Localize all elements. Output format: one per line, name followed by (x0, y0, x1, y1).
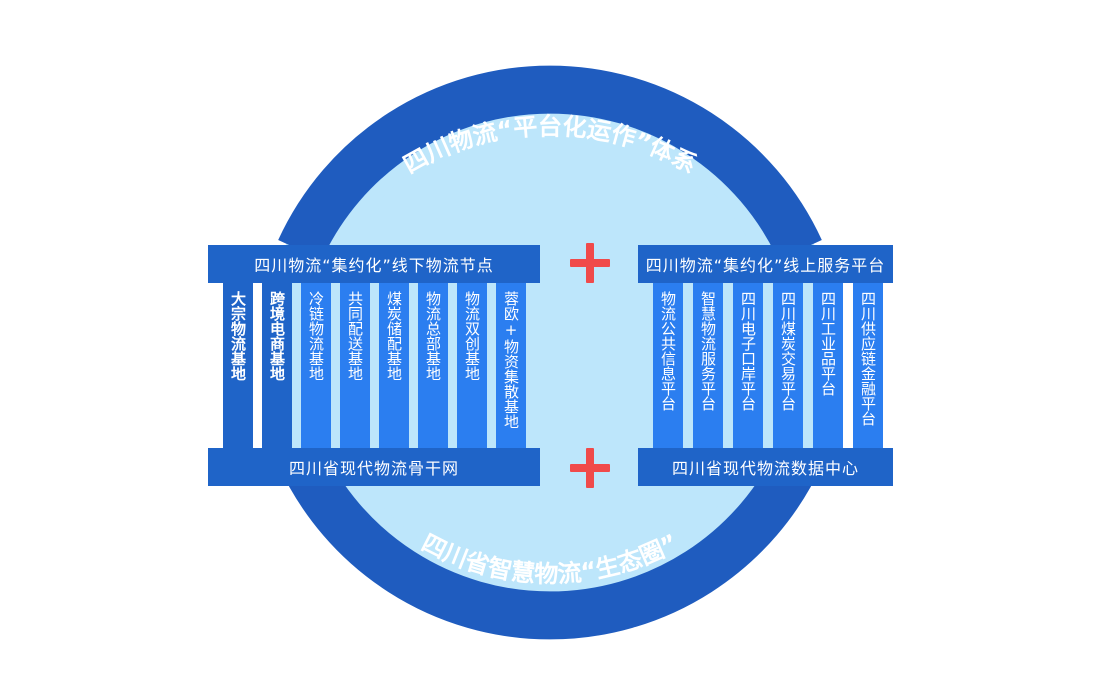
column-coal-trading-platform: 四川煤炭交易平台 (773, 283, 803, 451)
column-coal-storage-base: 煤炭储配基地 (379, 283, 409, 451)
bottom-arc-band (278, 444, 822, 640)
left-header-band: 四川物流“集约化”线下物流节点 (208, 245, 540, 283)
column-cold-chain-base: 冷链物流基地 (301, 283, 331, 451)
column-industrial-goods-platform: 四川工业品平台 (813, 283, 843, 451)
column-logistics-innovation-base: 物流双创基地 (457, 283, 487, 451)
plus-icon-top (570, 243, 610, 283)
column-smart-logistics-platform: 智慧物流服务平台 (693, 283, 723, 451)
column-public-info-platform: 物流公共信息平台 (653, 283, 683, 451)
column-cross-border-ecommerce-base: 跨境电商基地 (262, 283, 292, 451)
column-supply-chain-finance-platform: 四川供应链金融平台 (853, 283, 883, 451)
plus-icon-bottom (570, 448, 610, 488)
online-platform-columns: 物流公共信息平台 智慧物流服务平台 四川电子口岸平台 四川煤炭交易平台 四川工业… (653, 283, 883, 451)
column-eport-platform: 四川电子口岸平台 (733, 283, 763, 451)
left-header-label: 四川物流“集约化”线下物流节点 (254, 256, 494, 275)
top-arc-band (278, 65, 822, 261)
column-bulk-logistics-base: 大宗物流基地 (223, 283, 253, 451)
left-footer-label: 四川省现代物流骨干网 (288, 459, 459, 478)
right-header-band: 四川物流“集约化”线上服务平台 (638, 245, 893, 283)
left-footer-band: 四川省现代物流骨干网 (208, 448, 540, 486)
offline-node-columns: 大宗物流基地 跨境电商基地 冷链物流基地 共同配送基地 煤炭储配基地 物流总部基… (223, 283, 526, 451)
column-rongou-materials-base: 蓉欧+物资集散基地 (496, 283, 526, 451)
column-common-distribution-base: 共同配送基地 (340, 283, 370, 451)
right-footer-band: 四川省现代物流数据中心 (638, 448, 893, 486)
right-footer-label: 四川省现代物流数据中心 (671, 459, 859, 478)
column-logistics-hq-base: 物流总部基地 (418, 283, 448, 451)
right-header-label: 四川物流“集约化”线上服务平台 (645, 256, 886, 275)
